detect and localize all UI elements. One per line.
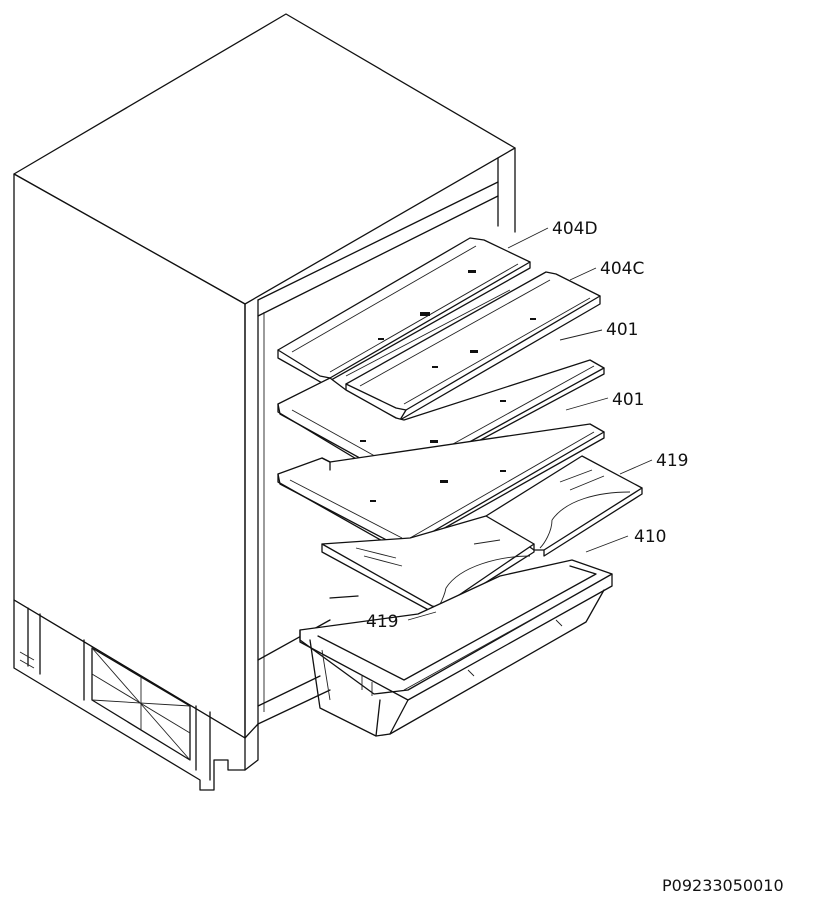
label-419-right: 419 [656, 451, 688, 471]
leader-lines [407, 227, 653, 621]
label-404d: 404D [552, 219, 598, 239]
shelf-404d [277, 237, 531, 385]
label-419-left: 419 [366, 612, 398, 632]
drawing-code: P09233050010 [662, 876, 784, 895]
label-401-upper: 401 [606, 320, 638, 340]
label-401-lower: 401 [612, 390, 644, 410]
shelf-401-lower [277, 423, 605, 553]
shelf-404c [345, 271, 601, 421]
label-410: 410 [634, 527, 666, 547]
label-404c: 404C [600, 259, 644, 279]
drawer-410 [299, 559, 613, 737]
cabinet-base-plinth [13, 599, 259, 791]
